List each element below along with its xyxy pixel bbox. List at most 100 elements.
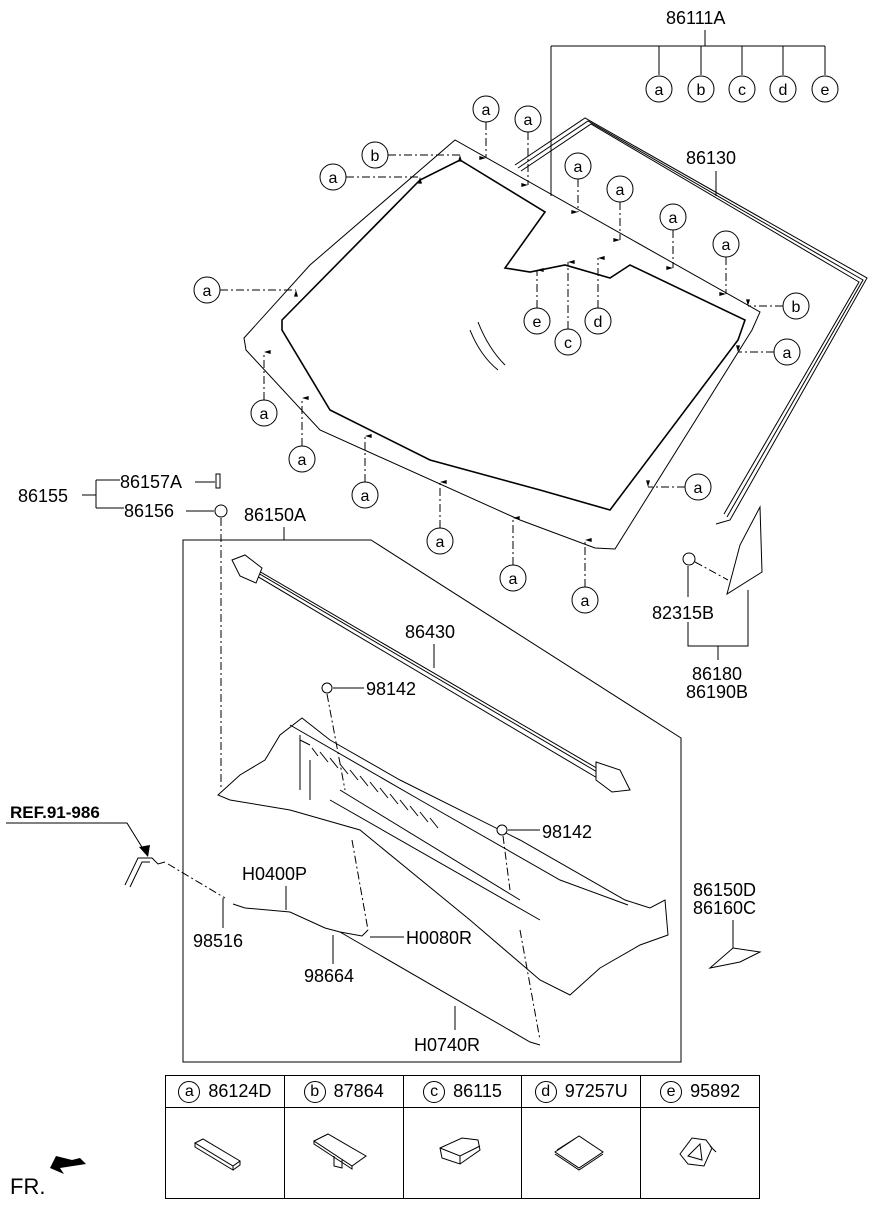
fastener-set-label: 86155 [18,486,68,506]
glass-callout-letter: a [574,159,583,176]
fastener-1-icon [215,473,221,489]
cowl-assembly: 86150A 86430 98142 98142 H0400P H0080R H… [182,505,682,1063]
front-arrow-icon [50,1156,86,1174]
clip-82315b-icon [682,552,696,566]
connector-2-label: 98664 [304,966,354,986]
cover-2-label: 86160C [693,898,756,918]
glass-callout-letter: b [371,148,380,165]
subpart-d: d [779,82,788,99]
glass-assy-callout: 86111A a b c d e [550,8,839,196]
glass-callout-a: a [472,95,500,160]
glass-callout-a: a [659,203,687,270]
fastener-2-icon [214,504,228,518]
glass-callout-letter: a [203,283,212,300]
glass-callout-a: a [288,396,316,473]
glass-callout-letter: c [564,335,572,352]
glass-callout-letter: a [436,534,445,551]
glass-callout-letter: a [260,406,269,423]
fastener-1-label: 86157A [120,472,182,492]
glass-callout-letter: a [722,237,731,254]
reference-link[interactable]: REF.91-986 [6,803,226,899]
glass-callout-d: d [584,256,612,335]
fastener-2-label: 86156 [124,501,174,521]
glass-callout-a: a [426,480,454,555]
fastener-set: 86155 86157A 86156 [18,472,228,790]
front-label: FR. [10,1174,46,1199]
subpart-circles: a b c d e [645,75,839,103]
cover-group: 86150D 86160C [693,880,762,969]
glass-callout-letter: a [694,480,703,497]
hose-3-label: H0740R [414,1035,480,1055]
clip-b-label: 98142 [542,822,592,842]
clip-98142-icon [496,824,508,836]
legend-image-c [402,1107,523,1199]
hose-2-label: H0080R [406,928,472,948]
legend-image-e [640,1107,760,1199]
windshield-glass [243,139,761,550]
glass-callout-a: a [646,473,712,501]
glass-callout-letter: a [482,102,491,119]
legend-image-b [283,1107,404,1199]
cover-icon [708,947,762,969]
moulding-label: 86130 [686,148,736,168]
glass-callout-a: a [514,105,542,187]
sensor-pad-icon [554,1134,605,1171]
glass-callout-b: b [361,141,462,169]
clip-98142-icon [321,682,333,694]
glass-callout-a: a [193,276,298,304]
garnish-1-label: 86180 [692,664,742,684]
moulding-86130: 86130 [514,117,868,525]
glass-callout-letter: a [361,488,370,505]
glass-callout-a: a [712,230,740,296]
glass-callout-letter: d [594,314,603,331]
glass-callout-a: a [736,338,801,366]
glass-callout-e: e [523,268,551,335]
glass-callout-a: a [351,434,379,509]
glass-callout-a: a [606,175,634,242]
subpart-b: b [697,82,706,99]
ref-label[interactable]: REF.91-986 [10,803,100,822]
glass-callout-letter: a [329,170,338,187]
cover-1-label: 86150D [693,880,756,900]
glass-assy-label: 86111A [666,8,725,28]
glass-callout-a: a [499,516,527,592]
glass-callout-a: a [319,163,422,191]
glass-callout-letter: b [792,299,801,316]
glass-callout-letter: e [533,314,542,331]
glass-callout-a: a [571,538,599,614]
subpart-e: e [821,82,830,99]
subpart-a: a [655,82,664,99]
cowl-assy-label: 86150A [244,505,306,525]
glass-callout-letter: a [524,112,533,129]
glass-callout-c: c [554,260,582,356]
legend-image-a [165,1107,285,1199]
glass-callout-letter: a [298,452,307,469]
clip-c-label: 82315B [652,603,714,623]
garnish-group: 82315B 86180 86190B [652,505,763,702]
glass-callout-b: b [746,292,810,320]
rubber-block-icon [439,1136,482,1165]
glass-callout-letter: a [616,182,625,199]
glass-callout-a: a [564,152,592,214]
stopper-pad-icon [312,1132,367,1170]
front-direction-indicator: FR. [10,1156,86,1200]
garnish-2-label: 86190B [686,682,748,702]
glass-callout-letter: a [669,210,678,227]
connector-1-label: 98516 [193,931,243,951]
camera-bracket-icon [679,1136,717,1167]
cowl-seal-label: 86430 [405,622,455,642]
glass-callout-letter: a [581,593,590,610]
glass-callout-letter: a [783,345,792,362]
glass-callout-a: a [250,350,278,427]
subpart-c: c [738,82,746,99]
hose-1-label: H0400P [242,864,307,884]
legend-image-d [521,1107,642,1199]
glass-callout-letter: a [509,571,518,588]
